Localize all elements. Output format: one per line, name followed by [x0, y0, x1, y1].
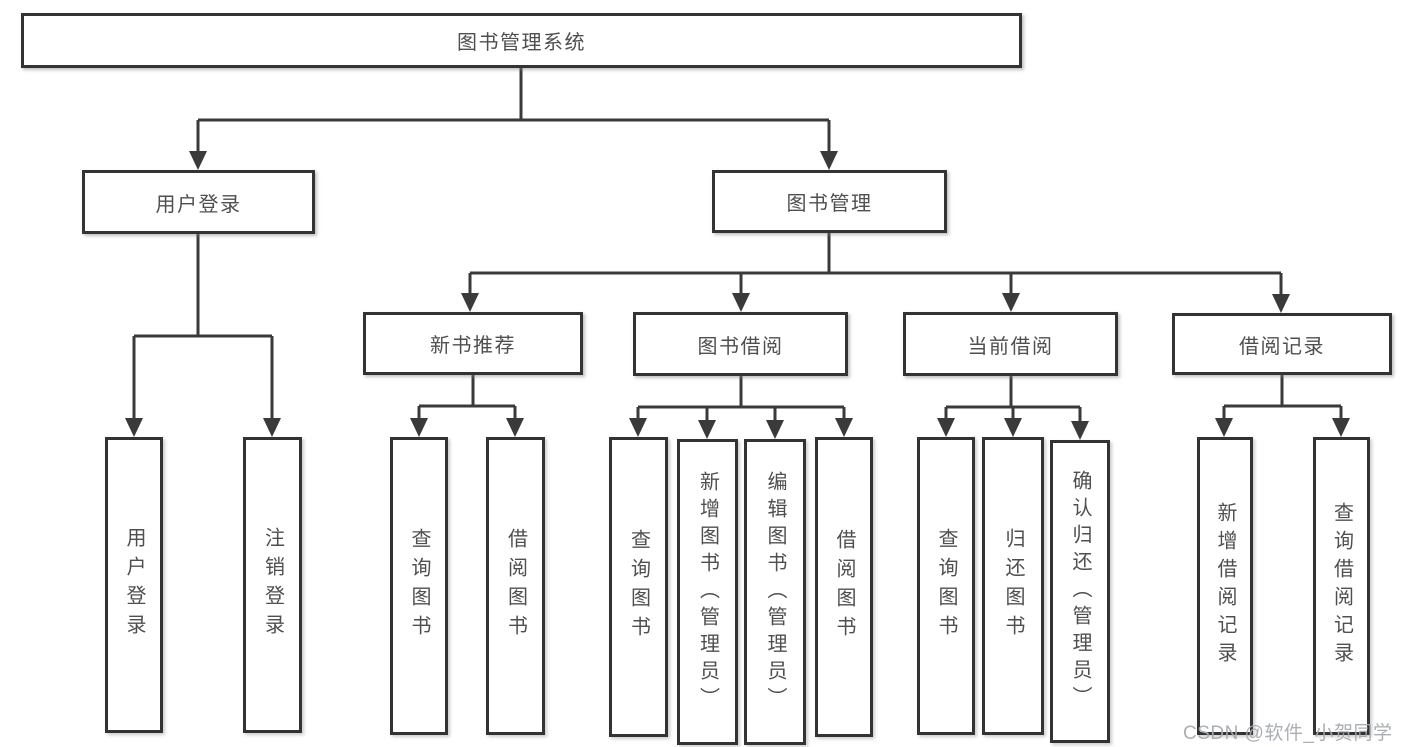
node-user-login: 用户登录 — [82, 170, 315, 234]
leaf-edit-book-admin: 编辑图书（管理员） — [744, 439, 806, 745]
leaf-add-borrow-record: 新增借阅记录 — [1197, 437, 1253, 735]
leaf-confirm-return-admin: 确认归还（管理员） — [1050, 440, 1110, 743]
node-book-management: 图书管理 — [712, 170, 947, 233]
leaf-query-book-under-current: 查询图书 — [917, 437, 975, 735]
connector-borrow-records-children — [1215, 375, 1350, 437]
leaf-query-book-under-recommendation: 查询图书 — [390, 437, 448, 735]
node-new-book-recommendation: 新书推荐 — [363, 312, 583, 375]
node-book-borrowing: 图书借阅 — [633, 312, 848, 376]
leaf-add-book-admin: 新增图书（管理员） — [677, 439, 738, 745]
connector-root-to-level2 — [189, 68, 838, 170]
connector-new-book-rec-children — [410, 375, 524, 437]
leaf-user-login: 用户登录 — [105, 437, 163, 733]
node-borrowing-records: 借阅记录 — [1172, 313, 1392, 375]
leaf-query-borrow-record: 查询借阅记录 — [1313, 437, 1370, 735]
connector-user-login-children — [125, 234, 281, 437]
csdn-watermark: CSDN @软件_小贺同学 — [1183, 723, 1393, 744]
leaf-borrow-book-under-borrowing: 借阅图书 — [815, 437, 873, 737]
leaf-query-book-under-borrowing: 查询图书 — [609, 437, 668, 737]
connector-book-mgmt-children — [461, 233, 1290, 313]
leaf-return-book: 归还图书 — [982, 437, 1044, 735]
connector-book-borrow-children — [629, 376, 853, 439]
node-root-system: 图书管理系统 — [21, 13, 1022, 68]
connector-current-borrow-children — [937, 376, 1089, 440]
node-current-borrowing: 当前借阅 — [903, 312, 1118, 376]
leaf-borrow-book-under-recommendation: 借阅图书 — [486, 437, 545, 735]
leaf-logout: 注销登录 — [243, 437, 302, 733]
